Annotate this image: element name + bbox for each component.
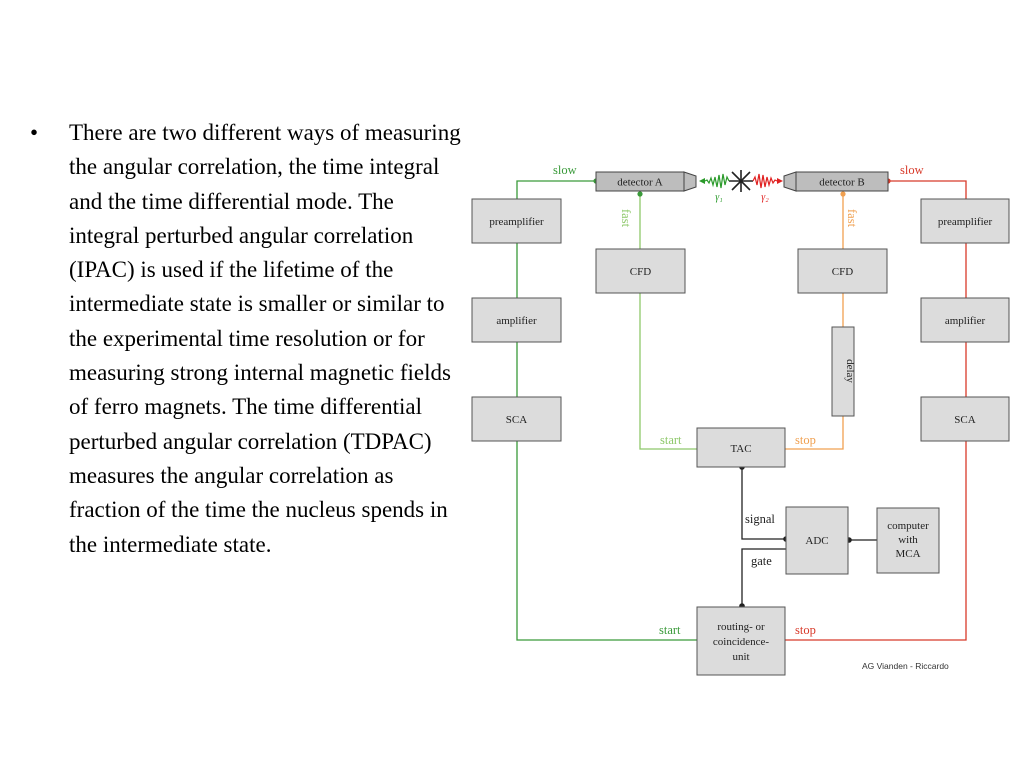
detector-a-label: detector A [617,177,663,189]
fast-label-left: fast [619,209,633,228]
stop-label-routing: stop [795,623,816,637]
tac-box: TAC [696,427,786,468]
cfd-left-label: CFD [630,266,651,278]
gamma2-arrow-icon [777,178,783,184]
routing-label-line2: coincidence- [713,636,770,648]
dot-detB-fast [840,191,846,197]
delay-box: delay [831,326,856,417]
fast-label-right: fast [845,209,859,228]
sca-left: SCA [471,396,562,442]
amplifier-left: amplifier [471,297,562,343]
stop-label-tac: stop [795,433,816,447]
adc-label: ADC [805,535,828,547]
slow-label-left: slow [553,163,577,177]
routing-unit-box: routing- or coincidence- unit [696,606,786,676]
amplifier-right-label: amplifier [945,315,986,327]
preamplifier-left-label: preamplifier [489,216,544,228]
routing-label-line3: unit [732,651,749,663]
gamma1-wave-icon [704,173,730,189]
preamplifier-left: preamplifier [471,198,562,244]
computer-label-line3: MCA [895,548,920,560]
sca-right-label: SCA [954,414,975,426]
signal-wire [741,466,786,540]
preamplifier-right: preamplifier [920,198,1010,244]
amplifier-right: amplifier [920,297,1010,343]
sca-right: SCA [920,396,1010,442]
computer-label-line1: computer [887,520,929,532]
cfd-left: CFD [595,248,686,294]
gate-label: gate [751,554,772,568]
sca-left-label: SCA [506,414,527,426]
adc-box: ADC [785,506,849,575]
gate-wire [741,548,786,607]
fast-wire-left [639,194,697,450]
computer-label-line2: with [898,534,918,546]
gamma1-arrow-icon [699,178,705,184]
bullet-marker: • [30,120,39,145]
gamma2-label: γ₂ [761,192,769,203]
amplifier-left-label: amplifier [496,315,537,327]
start-label-routing: start [659,623,681,637]
preamplifier-right-label: preamplifier [938,216,993,228]
cfd-right-label: CFD [832,266,853,278]
detector-b-label: detector B [819,177,865,189]
start-label-tac: start [660,433,682,447]
computer-box: computer with MCA [876,507,940,574]
detector-a: detector A [595,171,697,192]
delay-label: delay [844,359,856,383]
diagram-credit: AG Vianden - Riccardo [862,661,949,671]
gamma1-label: γ₁ [715,192,722,203]
slow-label-right: slow [900,163,924,177]
signal-label: signal [745,512,775,526]
dot-detA-fast [637,191,643,197]
tac-label: TAC [730,443,751,455]
bullet-paragraph: There are two different ways of measurin… [69,120,461,557]
gamma2-wave-icon [752,173,778,189]
gamma-source-icon [729,170,753,192]
detector-b: detector B [783,171,889,192]
routing-label-line1: routing- or [717,621,765,633]
cfd-right: CFD [797,248,888,294]
